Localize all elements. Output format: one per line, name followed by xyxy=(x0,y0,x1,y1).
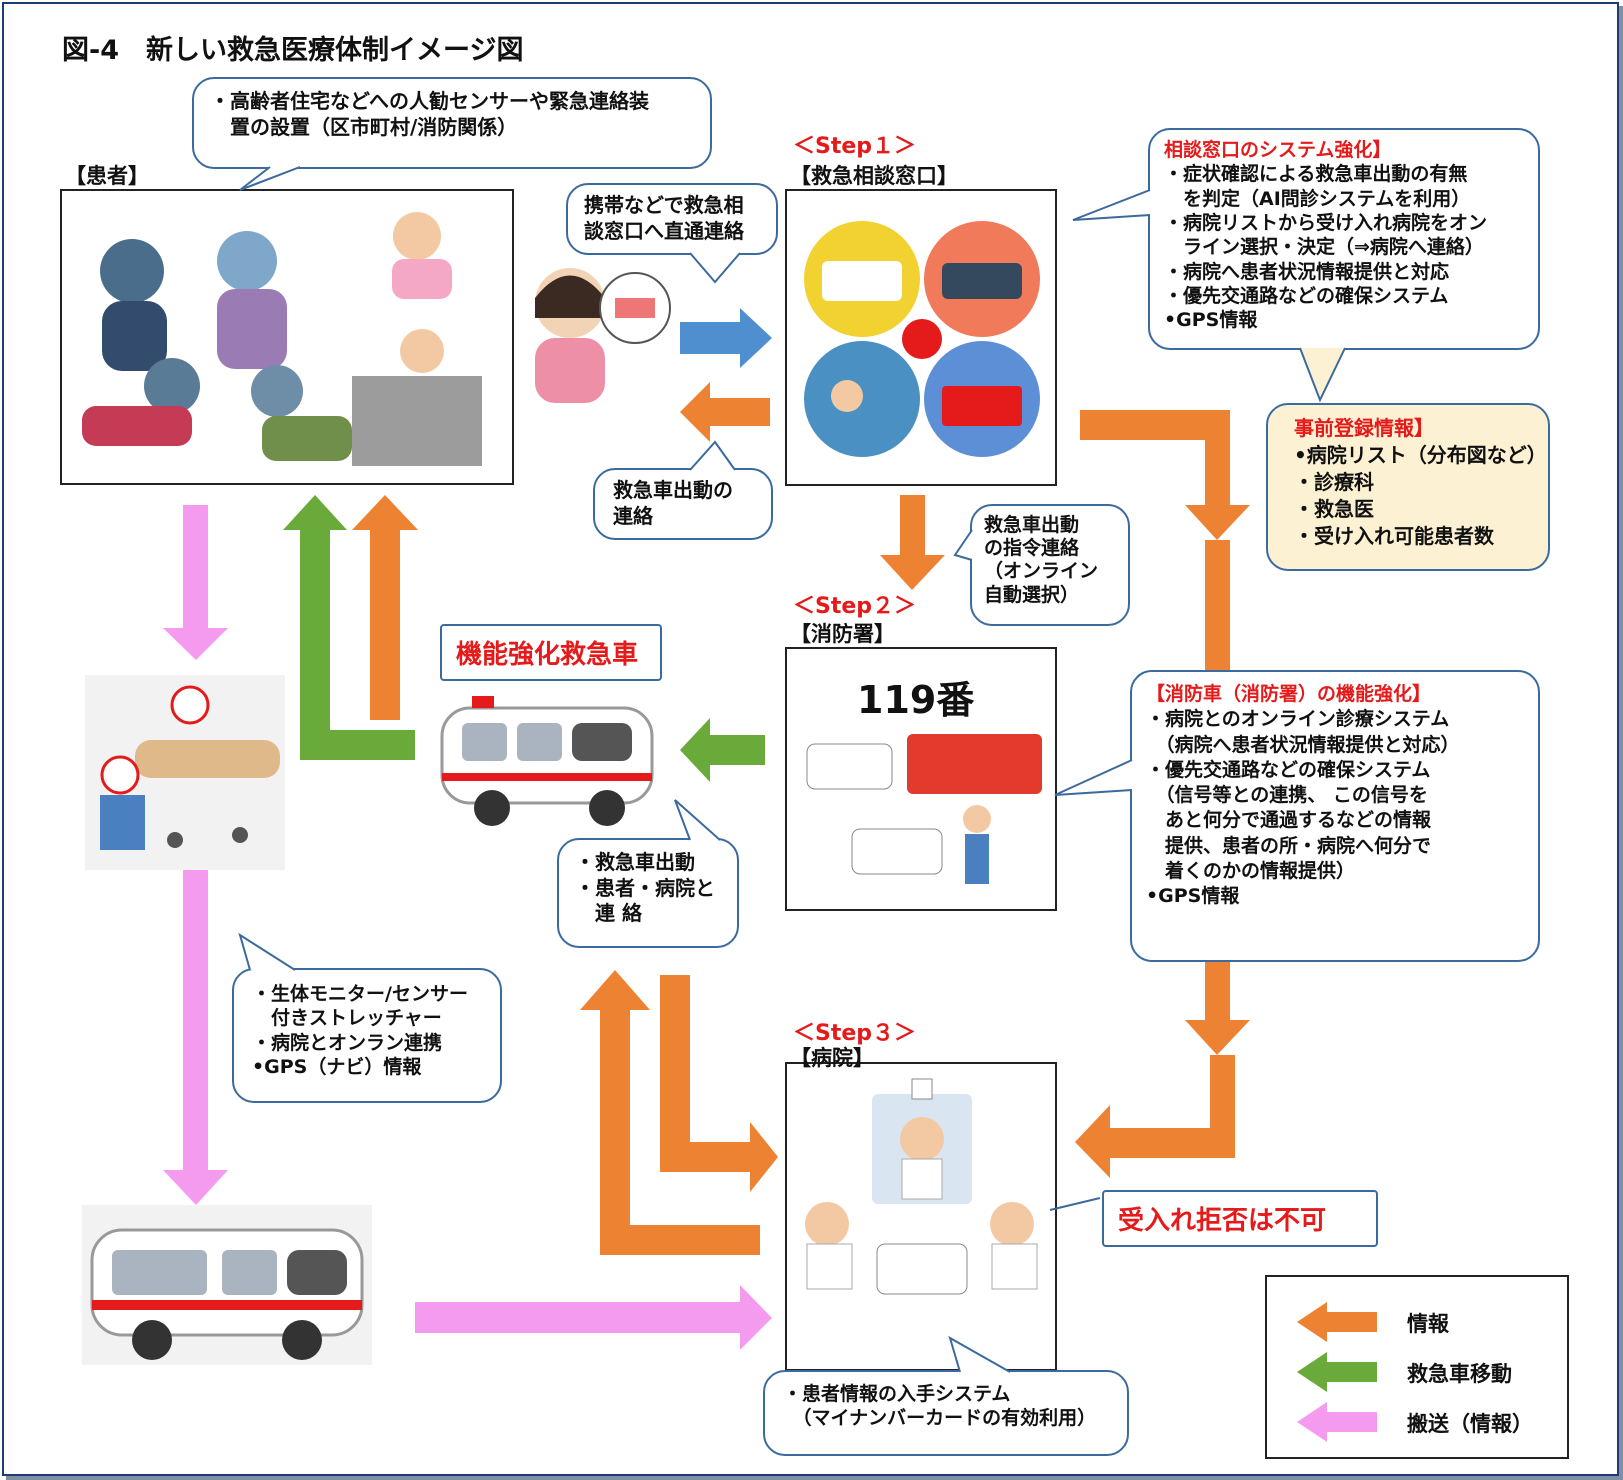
bubble-line: ・患者情報の入手システム xyxy=(783,1383,1011,1405)
bubble-line: あと何分で通過するなどの情報 xyxy=(1146,809,1432,832)
ambulance-to-patient-green-arrow xyxy=(283,495,415,760)
pink-arrow-icon xyxy=(1297,1402,1377,1442)
bubble-line: 連 絡 xyxy=(575,901,642,926)
step1-label: 【救急相談窓口】 xyxy=(790,164,958,188)
sensor-bubble: ・高齢者住宅などへの人勧センサーや緊急連絡装 置の設置（区市町村/消防関係） xyxy=(192,77,712,169)
consultation-center-box xyxy=(785,189,1057,486)
patient-label: 【患者】 xyxy=(65,164,149,188)
emergency-number: 119番 xyxy=(857,678,975,722)
bubble-line: ・患者・病院と xyxy=(575,875,715,900)
fire-truck-illustration xyxy=(806,734,1042,884)
no-refusal-label: 受入れ拒否は不可 xyxy=(1102,1190,1378,1247)
bubble-line: ・病院へ患者状況情報提供と対応 xyxy=(1164,260,1450,283)
bubble-line: •GPS（ナビ）情報 xyxy=(252,1055,422,1078)
bubble-heading: 相談窓口のシステム強化】 xyxy=(1164,139,1392,161)
bubble-line: 連絡 xyxy=(613,503,653,528)
caller-illustration xyxy=(515,258,675,412)
station-to-ambulance-arrow xyxy=(680,718,765,782)
emergency-services-illustration xyxy=(804,221,1040,457)
bubble-line: 談窓口へ直通連絡 xyxy=(584,218,744,243)
bubble-line: ・救急医 xyxy=(1294,497,1374,521)
bubble-line: 着くのかの情報提供） xyxy=(1146,859,1356,882)
bubble-line: ・病院リストから受け入れ病院をオン xyxy=(1164,211,1488,234)
green-arrow-icon xyxy=(1297,1352,1377,1392)
orange-arrow-icon xyxy=(1297,1302,1377,1342)
step2-marker: ＜Step２＞ xyxy=(793,594,917,619)
step3-label: 【病院】 xyxy=(790,1046,874,1070)
bubble-heading: 事前登録情報】 xyxy=(1294,416,1434,440)
patient-to-stretcher-arrow xyxy=(163,505,228,660)
stretcher-to-ambulance-arrow xyxy=(163,858,228,1205)
legend: 情報 救急車移動 搬送（情報） xyxy=(1265,1275,1569,1459)
bubble-line: 救急車出動 xyxy=(984,514,1080,536)
phone-to-center-arrow xyxy=(680,308,772,368)
legend-label: 情報 xyxy=(1407,1312,1449,1336)
step2-label: 【消防署】 xyxy=(790,622,895,646)
patient-info-bubble: ・患者情報の入手システム （マイナンバーカードの有効利用） xyxy=(763,1370,1129,1456)
center-notice-arrow xyxy=(680,382,770,442)
step3-marker: ＜Step３＞ xyxy=(793,1021,917,1046)
legend-label: 救急車移動 xyxy=(1407,1362,1512,1386)
bubble-line: ・病院とのオンライン診療システム xyxy=(1146,708,1450,731)
bubble-line: •GPS情報 xyxy=(1164,309,1258,332)
sick-patients-illustration xyxy=(82,212,482,466)
bubble-line: ・症状確認による救急車出動の有無 xyxy=(1164,163,1468,186)
bubble-line: ・病院とオンラン連携 xyxy=(252,1031,443,1054)
bubble-line: （マイナンバーカードの有効利用） xyxy=(783,1407,1097,1430)
bubble-line: ・生体モニター/センサー xyxy=(252,983,468,1005)
bubble-line: を判定（AI問診システムを利用） xyxy=(1164,187,1471,210)
info-to-patient-orange-arrow xyxy=(352,495,418,720)
bubble-line: （オンライン xyxy=(984,560,1099,583)
bubble-line: （病院へ患者状況情報提供と対応） xyxy=(1146,733,1460,756)
bubble-line: ・診療科 xyxy=(1294,470,1374,494)
hospital-illustration xyxy=(805,1078,1038,1295)
bubble-line: 付きストレッチャー xyxy=(252,1007,442,1030)
consultation-system-bubble: 相談窓口のシステム強化】 ・症状確認による救急車出動の有無 を判定（AI問診シス… xyxy=(1148,128,1540,350)
bubble-line: •GPS情報 xyxy=(1146,885,1240,908)
bubble-line: ・救急車出動 xyxy=(575,850,695,874)
transport-ambulance-illustration xyxy=(82,1205,372,1369)
preregistration-bubble: 事前登録情報】 •病院リスト（分布図など） ・診療科 ・救急医 ・受け入れ可能患… xyxy=(1266,403,1550,571)
legend-item-info: 情報 xyxy=(1297,1302,1557,1342)
bubble-line: ・優先交通路などの確保システム xyxy=(1164,284,1449,307)
bubble-line: の指令連絡 xyxy=(984,537,1080,560)
bubble-line: ライン選択・決定（⇒病院へ連絡） xyxy=(1164,236,1484,259)
enhanced-ambulance-title: 機能強化救急車 xyxy=(440,624,662,681)
center-to-hospital-arrow-3 xyxy=(1075,1055,1235,1178)
patient-box xyxy=(60,189,514,485)
stretcher-bubble: ・生体モニター/センサー 付きストレッチャー ・病院とオンラン連携 •GPS（ナ… xyxy=(232,968,502,1103)
diagram-title: 図-4 新しい救急医療体制イメージ図 xyxy=(62,35,524,66)
ambulance-to-hospital-arrow xyxy=(415,1285,772,1350)
bubble-line: ・優先交通路などの確保システム xyxy=(1146,758,1431,781)
fire-station-box: 119番 xyxy=(785,647,1057,911)
legend-label: 搬送（情報） xyxy=(1407,1412,1533,1436)
dispatch-notice-bubble: 救急車出動の 連絡 xyxy=(593,468,773,540)
hospital-to-ambulance-orange-arrow xyxy=(580,970,760,1255)
center-to-station-arrow xyxy=(880,495,945,590)
hospital-box xyxy=(785,1062,1057,1371)
legend-item-ambulance-move: 救急車移動 xyxy=(1297,1352,1557,1392)
dispatch-order-bubble: 救急車出動 の指令連絡 （オンライン 自動選択） xyxy=(970,504,1130,626)
bubble-line: 救急車出動の xyxy=(613,478,733,502)
bubble-line: ・高齢者住宅などへの人勧センサーや緊急連絡装 xyxy=(210,89,649,113)
phone-bubble: 携帯などで救急相 談窓口へ直通連絡 xyxy=(566,183,778,255)
enhanced-ambulance-illustration xyxy=(432,688,662,840)
bubble-line: 携帯などで救急相 xyxy=(584,193,744,217)
bubble-line: •病院リスト（分布図など） xyxy=(1294,443,1547,467)
step1-marker: ＜Step１＞ xyxy=(793,134,917,159)
bubble-line: （信号等との連携、 この信号を xyxy=(1146,784,1428,807)
bubble-line: ・受け入れ可能患者数 xyxy=(1294,524,1494,548)
ambulance-bubble: ・救急車出動 ・患者・病院と 連 絡 xyxy=(557,838,739,948)
stretcher-illustration xyxy=(85,675,285,874)
legend-item-transport: 搬送（情報） xyxy=(1297,1402,1557,1442)
center-to-hospital-arrow-1 xyxy=(1080,410,1250,540)
fire-station-system-bubble: 【消防車（消防署）の機能強化】 ・病院とのオンライン診療システム （病院へ患者状… xyxy=(1130,670,1540,962)
bubble-line: 置の設置（区市町村/消防関係） xyxy=(210,114,518,139)
ambulance-to-hospital-orange-arrow xyxy=(660,975,778,1192)
bubble-line: 自動選択） xyxy=(984,583,1080,606)
bubble-line: 提供、患者の所・病院へ何分で xyxy=(1146,834,1432,857)
bubble-heading: 【消防車（消防署）の機能強化】 xyxy=(1146,683,1432,705)
